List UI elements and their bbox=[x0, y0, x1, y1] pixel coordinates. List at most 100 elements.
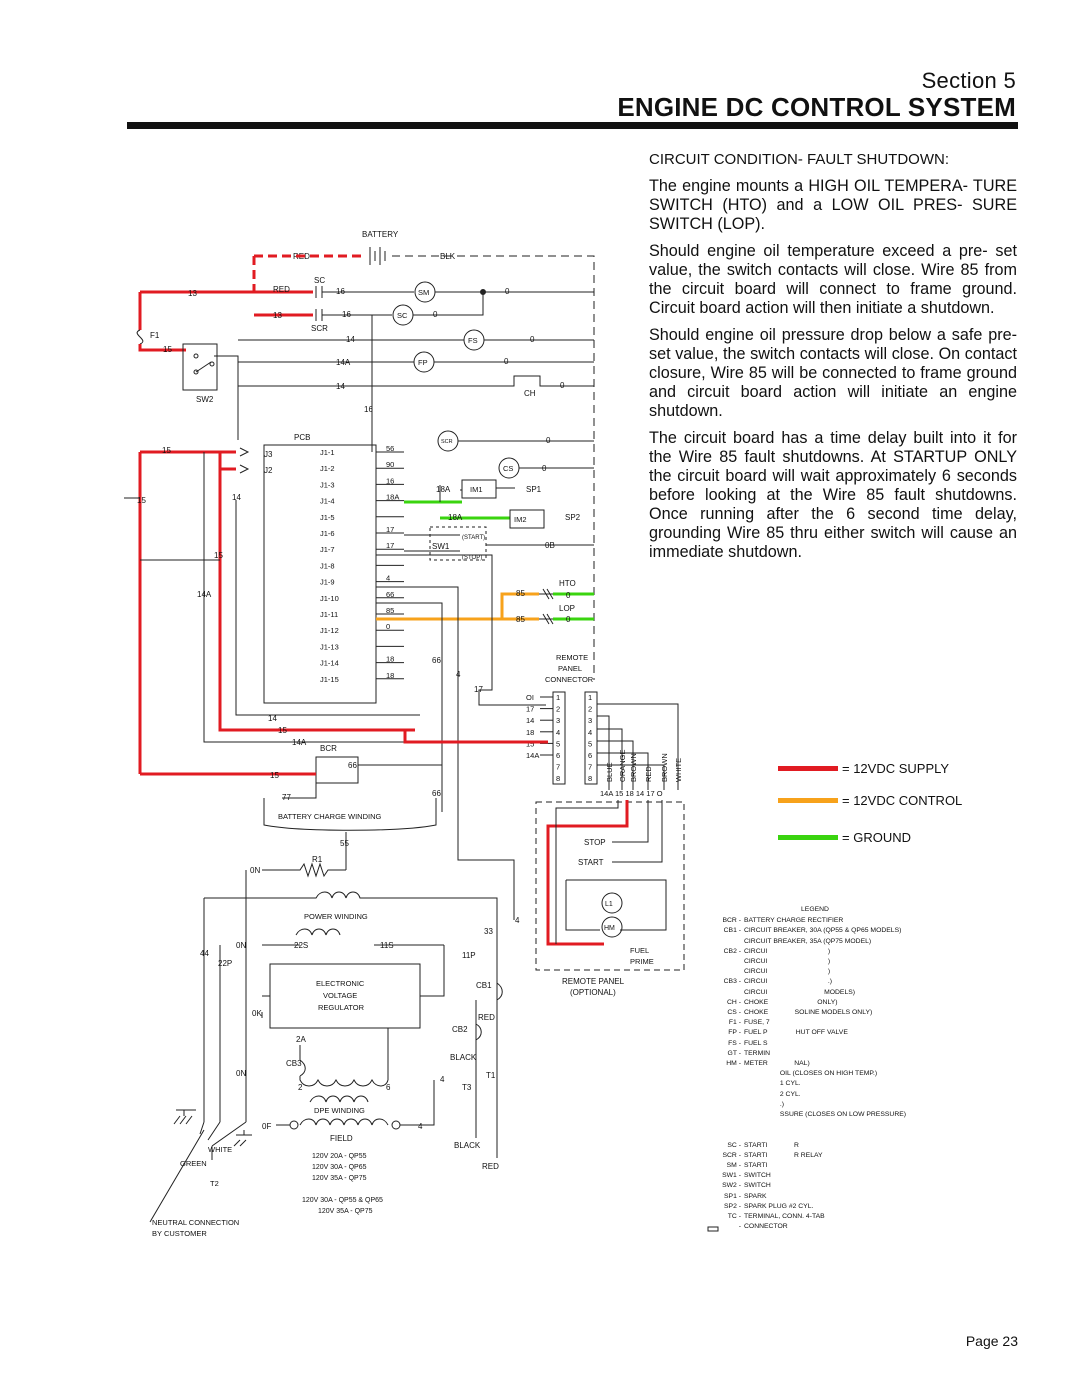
connector-wire-color-label: BLUE bbox=[605, 762, 614, 782]
legend-code bbox=[715, 937, 744, 947]
connector-pin-left: 4 bbox=[556, 728, 560, 737]
r1-label: R1 bbox=[312, 855, 323, 864]
connector-pin-right: 8 bbox=[588, 774, 592, 783]
connector-left-wire-label: 14 bbox=[526, 716, 534, 725]
connector-pin-left: 1 bbox=[556, 693, 560, 702]
connector-pin-left: 3 bbox=[556, 716, 560, 725]
svg-text:2A: 2A bbox=[296, 1035, 306, 1044]
svg-text:4: 4 bbox=[515, 916, 520, 925]
legend-desc: STARTI R bbox=[744, 1141, 799, 1149]
power-winding-label: POWER WINDING bbox=[304, 912, 368, 921]
neutral-label-1: NEUTRAL CONNECTION bbox=[152, 1218, 239, 1227]
svg-text:18A: 18A bbox=[436, 485, 451, 494]
connector-pin-right: 4 bbox=[588, 728, 592, 737]
connector-pin-right: 3 bbox=[588, 716, 592, 725]
svg-text:4: 4 bbox=[440, 1075, 445, 1084]
svg-text:18A: 18A bbox=[448, 513, 463, 522]
legend-desc: CIRCUI MODELS) bbox=[744, 988, 856, 996]
svg-text:0: 0 bbox=[566, 591, 571, 600]
legend-row: SSURE (CLOSES ON LOW PRESSURE) bbox=[715, 1110, 1015, 1120]
connector-left-wire-label: OI bbox=[526, 693, 534, 702]
start-label: START bbox=[578, 858, 604, 867]
legend-row: -CONNECTOR bbox=[715, 1222, 1015, 1232]
svg-text:0: 0 bbox=[504, 357, 509, 366]
wire-13 bbox=[138, 290, 313, 330]
fs-label: FS bbox=[468, 336, 478, 345]
rpc-label-1: REMOTE bbox=[556, 653, 588, 662]
legend-row: CB1 -CIRCUIT BREAKER, 30A (QP55 & QP65 M… bbox=[715, 926, 1015, 936]
legend-code bbox=[715, 1100, 744, 1110]
legend-desc: FUSE, 7 bbox=[744, 1019, 770, 1027]
pcb-pin-label: J1-8 bbox=[320, 561, 335, 570]
pcb-pin-label: J1-4 bbox=[320, 497, 335, 506]
legend-desc bbox=[744, 1130, 746, 1140]
legend-row: OIL (CLOSES ON HIGH TEMP.) bbox=[715, 1069, 1015, 1079]
pcb-pin-label: J1-1 bbox=[320, 448, 335, 457]
rating-2: 120V 30A - QP65 bbox=[312, 1164, 367, 1171]
scr-coil-label: SCR bbox=[441, 439, 453, 445]
legend-desc: BATTERY CHARGE RECTIFIER bbox=[744, 917, 844, 925]
legend-code: GT - bbox=[727, 1049, 741, 1057]
svg-text:0: 0 bbox=[530, 335, 535, 344]
legend-desc: CIRCUI ) bbox=[744, 968, 831, 976]
lamp-l1 bbox=[601, 892, 623, 914]
svg-text:15: 15 bbox=[278, 726, 287, 735]
svg-text:15: 15 bbox=[162, 446, 171, 455]
pcb-pin-label: J1-2 bbox=[320, 464, 335, 473]
field-label: FIELD bbox=[330, 1134, 353, 1143]
breaker-cb2 bbox=[475, 1023, 482, 1041]
j3-label: J3 bbox=[264, 450, 273, 459]
connector-left-wire-label: 17 bbox=[526, 705, 534, 714]
connector-pin-right: 6 bbox=[588, 751, 592, 760]
key-supply-label: = 12VDC SUPPLY bbox=[842, 761, 950, 776]
svg-text:22S: 22S bbox=[294, 941, 308, 950]
legend-code: F1 - bbox=[728, 1019, 741, 1027]
svg-text:14A: 14A bbox=[336, 358, 351, 367]
svg-text:14: 14 bbox=[336, 382, 345, 391]
pcb-pin-wire-label: 18 bbox=[386, 671, 394, 680]
hm-label: HM bbox=[604, 925, 615, 932]
brush-right bbox=[391, 1120, 401, 1130]
svg-text:55: 55 bbox=[340, 839, 349, 848]
rating-1: 120V 20A - QP55 bbox=[312, 1153, 367, 1160]
legend-row: CIRCUI ) bbox=[715, 967, 1015, 977]
connector-pin-right: 2 bbox=[588, 705, 592, 714]
legend-desc: FUEL S bbox=[744, 1039, 768, 1047]
fp-label: FP bbox=[418, 358, 428, 367]
legend-row bbox=[715, 1120, 1015, 1130]
t3-label: T3 bbox=[462, 1083, 472, 1092]
legend-desc: OIL (CLOSES ON HIGH TEMP.) bbox=[744, 1070, 878, 1078]
key-ground-swatch bbox=[778, 835, 838, 840]
svg-text:0N: 0N bbox=[250, 866, 260, 875]
svg-text:11P: 11P bbox=[462, 951, 476, 960]
legend-row: SM -STARTI bbox=[715, 1161, 1015, 1171]
legend-desc: CIRCUIT BREAKER, 30A (QP55 & QP65 MODELS… bbox=[744, 927, 902, 935]
out-black-label: BLACK bbox=[454, 1141, 481, 1150]
fuse-f1 bbox=[136, 329, 144, 345]
legend-row: SW2 -SWITCH bbox=[715, 1181, 1015, 1191]
legend-code: FP - bbox=[728, 1029, 741, 1037]
battery-label: BATTERY bbox=[362, 230, 399, 239]
sw1-start-label: (START) bbox=[462, 535, 485, 541]
svg-text:13: 13 bbox=[273, 311, 282, 320]
remote-panel-label: REMOTE PANEL bbox=[562, 977, 625, 986]
sp2-label: SP2 bbox=[565, 513, 581, 522]
svg-text:14: 14 bbox=[268, 714, 277, 723]
rating-3: 120V 35A - QP75 bbox=[312, 1175, 367, 1182]
pcb-pin-label: J1-5 bbox=[320, 513, 335, 522]
conn-bottom-label: 14A 15 18 14 17 O bbox=[600, 789, 663, 798]
cb1-red-label: RED bbox=[478, 1013, 495, 1022]
brush-left bbox=[289, 1120, 299, 1130]
pcb-pin-label: J1-13 bbox=[320, 642, 339, 651]
evr-label-2: VOLTAGE bbox=[323, 991, 357, 1000]
legend-row: SW1 -SWITCH bbox=[715, 1171, 1015, 1181]
legend-desc: TERMIN bbox=[744, 1049, 771, 1057]
svg-text:33: 33 bbox=[484, 927, 493, 936]
connector-wire-color-label: WHITE bbox=[674, 758, 683, 782]
connector-wire-color-label: BROWN bbox=[629, 753, 638, 782]
stop-label: STOP bbox=[584, 838, 606, 847]
legend-row: SCR -STARTI R RELAY bbox=[715, 1151, 1015, 1161]
